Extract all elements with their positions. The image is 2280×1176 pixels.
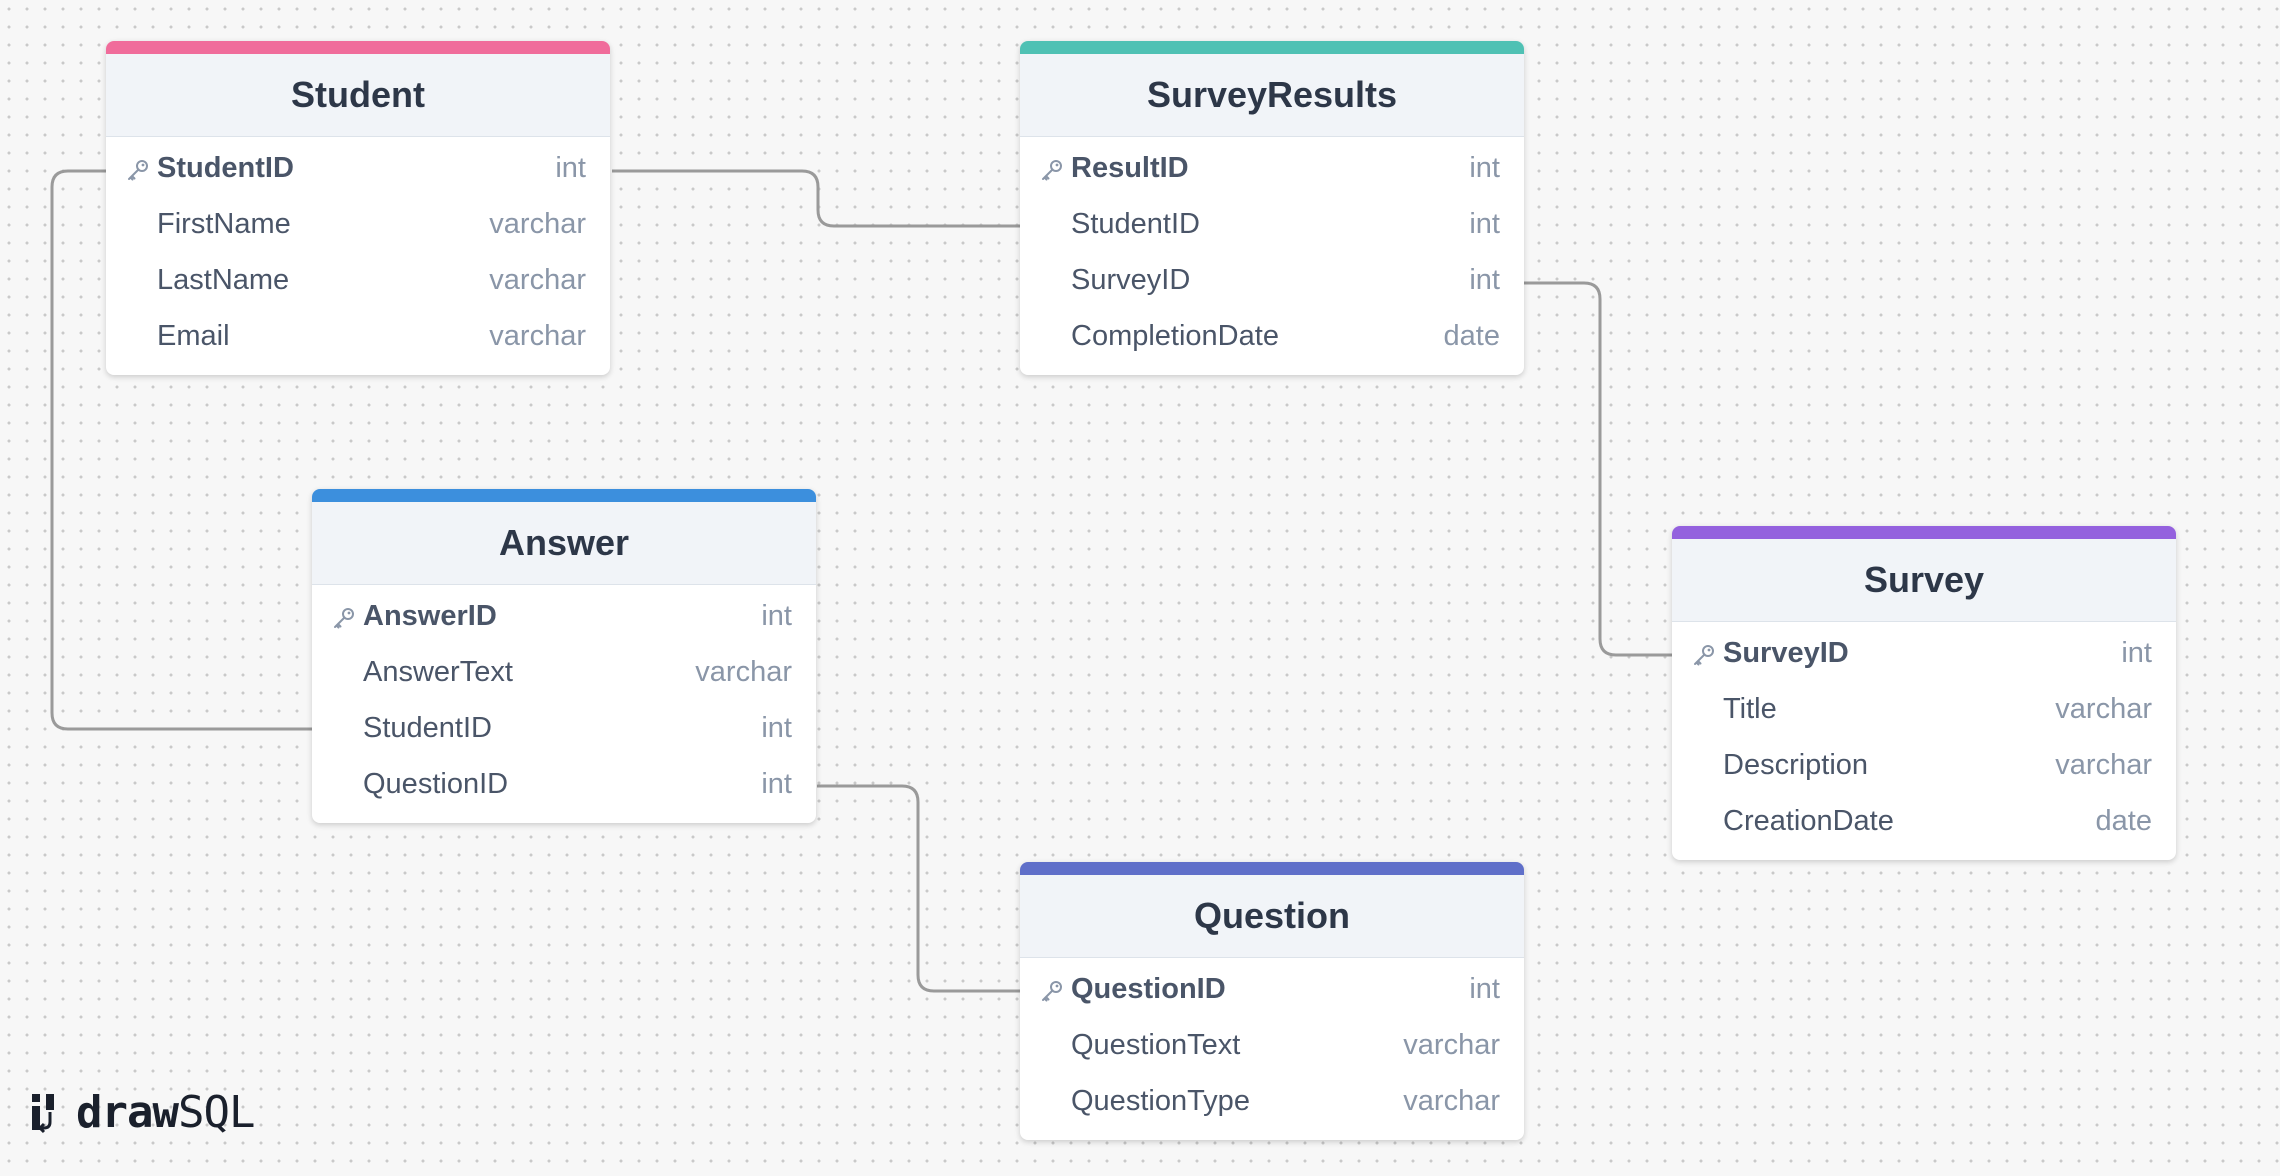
column-type: varchar	[489, 263, 586, 296]
table-accent	[106, 41, 610, 54]
column-type: int	[761, 767, 792, 800]
column-type: int	[1469, 972, 1500, 1005]
table-accent	[1020, 862, 1524, 875]
brand-name-bold: draw	[76, 1086, 179, 1138]
column-row[interactable]: StudentID int	[1020, 196, 1524, 252]
column-list: AnswerID int AnswerText varchar StudentI…	[312, 585, 816, 823]
column-row[interactable]: Email varchar	[106, 308, 610, 364]
column-row[interactable]: AnswerID int	[312, 588, 816, 644]
key-icon	[332, 606, 356, 630]
table-title: Question	[1193, 895, 1350, 936]
column-type: int	[1469, 263, 1500, 296]
connector-student-answer[interactable]	[50, 169, 312, 731]
column-row[interactable]: QuestionText varchar	[1020, 1017, 1524, 1073]
table-header[interactable]: Question	[1020, 875, 1524, 958]
table-student[interactable]: Student StudentID int FirstName varchar …	[106, 41, 610, 375]
table-accent	[1020, 41, 1524, 54]
column-list: QuestionID int QuestionText varchar Ques…	[1020, 958, 1524, 1140]
column-name: LastName	[157, 263, 290, 296]
column-type: varchar	[1403, 1028, 1500, 1061]
column-name: StudentID	[157, 151, 294, 184]
table-header[interactable]: Answer	[312, 502, 816, 585]
column-row[interactable]: CreationDate date	[1672, 793, 2176, 849]
column-row[interactable]: SurveyID int	[1672, 625, 2176, 681]
column-name: QuestionType	[1071, 1084, 1250, 1117]
column-name: SurveyID	[1723, 636, 1849, 669]
column-name: AnswerText	[363, 655, 513, 688]
column-type: int	[761, 599, 792, 632]
column-row[interactable]: AnswerText varchar	[312, 644, 816, 700]
column-list: SurveyID int Title varchar Description v…	[1672, 622, 2176, 860]
column-name: Title	[1723, 692, 1777, 725]
column-type: varchar	[1403, 1084, 1500, 1117]
column-row[interactable]: QuestionType varchar	[1020, 1073, 1524, 1129]
column-row[interactable]: SurveyID int	[1020, 252, 1524, 308]
column-type: int	[1469, 207, 1500, 240]
table-survey[interactable]: Survey SurveyID int Title varchar Descri…	[1672, 526, 2176, 860]
column-type: varchar	[695, 655, 792, 688]
column-name: StudentID	[1071, 207, 1200, 240]
column-type: int	[761, 711, 792, 744]
column-name: Description	[1723, 748, 1869, 781]
column-row[interactable]: CompletionDate date	[1020, 308, 1524, 364]
column-name: SurveyID	[1071, 263, 1191, 296]
column-list: ResultID int StudentID int SurveyID int …	[1020, 137, 1524, 375]
table-question[interactable]: Question QuestionID int QuestionText var…	[1020, 862, 1524, 1140]
table-title: Answer	[498, 522, 630, 563]
column-row[interactable]: Description varchar	[1672, 737, 2176, 793]
column-name: QuestionText	[1071, 1028, 1241, 1061]
column-type: varchar	[2055, 748, 2152, 781]
key-icon	[1692, 643, 1716, 667]
column-row[interactable]: LastName varchar	[106, 252, 610, 308]
column-name: AnswerID	[363, 599, 497, 632]
key-icon	[126, 158, 150, 182]
column-type: varchar	[489, 319, 586, 352]
column-name: QuestionID	[1071, 972, 1226, 1005]
column-type: date	[1443, 319, 1500, 352]
table-header[interactable]: Survey	[1672, 539, 2176, 622]
table-header[interactable]: SurveyResults	[1020, 54, 1524, 137]
column-row[interactable]: StudentID int	[106, 140, 610, 196]
table-header[interactable]: Student	[106, 54, 610, 137]
column-type: varchar	[489, 207, 586, 240]
key-icon	[1040, 158, 1064, 182]
column-list: StudentID int FirstName varchar LastName…	[106, 137, 610, 375]
column-name: ResultID	[1071, 151, 1189, 184]
table-title: SurveyResults	[1146, 74, 1398, 115]
column-name: FirstName	[157, 207, 291, 240]
column-type: varchar	[2055, 692, 2152, 725]
key-icon	[1040, 979, 1064, 1003]
table-answer[interactable]: Answer AnswerID int AnswerText varchar S…	[312, 489, 816, 823]
column-type: int	[555, 151, 586, 184]
column-row[interactable]: ResultID int	[1020, 140, 1524, 196]
column-type: int	[1469, 151, 1500, 184]
connector-surveyresults-survey[interactable]	[1524, 281, 1672, 657]
table-title: Survey	[1863, 559, 1985, 600]
column-name: CompletionDate	[1071, 319, 1279, 352]
table-accent	[312, 489, 816, 502]
column-name: QuestionID	[363, 767, 509, 800]
column-name: Email	[157, 319, 230, 352]
table-title: Student	[291, 74, 425, 115]
table-accent	[1672, 526, 2176, 539]
column-row[interactable]: FirstName varchar	[106, 196, 610, 252]
column-type: date	[2095, 804, 2152, 837]
column-type: int	[2121, 636, 2152, 669]
brand-name-regular: SQL	[177, 1086, 255, 1138]
column-row[interactable]: QuestionID int	[1020, 961, 1524, 1017]
column-row[interactable]: QuestionID int	[312, 756, 816, 812]
connector-answer-question[interactable]	[817, 784, 1020, 993]
table-surveyresults[interactable]: SurveyResults ResultID int StudentID int…	[1020, 41, 1524, 375]
drawsql-logo-icon	[32, 1094, 54, 1134]
column-name: StudentID	[363, 711, 492, 744]
column-row[interactable]: Title varchar	[1672, 681, 2176, 737]
column-name: CreationDate	[1723, 804, 1894, 837]
column-row[interactable]: StudentID int	[312, 700, 816, 756]
connector-student-surveyresults[interactable]	[612, 169, 1020, 228]
